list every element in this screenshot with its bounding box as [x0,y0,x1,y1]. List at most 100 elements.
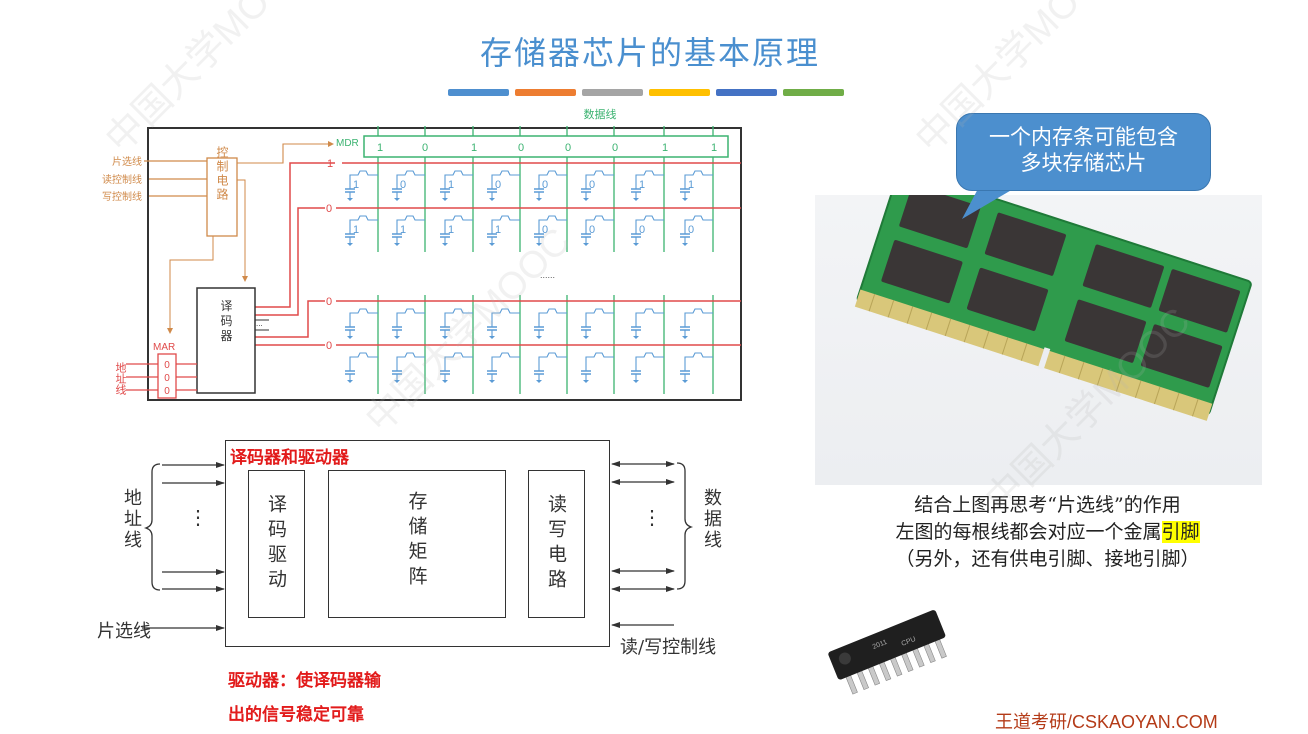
svg-text:写控制线: 写控制线 [102,190,142,203]
control-input-labels: 片选线 读控制线 写控制线 [102,155,142,203]
svg-text:0: 0 [518,142,524,154]
address-input-lines [126,363,197,391]
caption-line-2-text: 左图的每根线都会对应一个金属 [895,521,1162,543]
data-lines-label: 数据线 [701,488,722,551]
title-color-bars [448,89,844,96]
data-bus-label: 数据线 [584,107,617,121]
svg-text:0: 0 [639,224,645,236]
svg-text:0: 0 [164,373,170,384]
driver-note-line-1: 驱动器：使译码器输 [228,671,381,691]
title-bar-gray [582,89,643,96]
address-lines-label: 地址线 [121,488,142,551]
caption-line-2: 左图的每根线都会对应一个金属引脚 [815,519,1280,546]
svg-text:1: 1 [495,224,501,236]
svg-text:1: 1 [400,224,406,236]
decoder-label: 译码器 [219,299,233,344]
mdr-register [363,135,729,158]
svg-text:1: 1 [353,179,359,191]
block-diagram-arrows [142,461,694,631]
chip-select-caption: 结合上图再思考“片选线”的作用 左图的每根线都会对应一个金属引脚 （另外，还有供… [815,492,1280,573]
caption-line-1: 结合上图再思考“片选线”的作用 [914,494,1181,516]
vertical-ellipsis-left: ⋮ [188,505,208,529]
callout-tail [962,185,1020,219]
svg-text:1: 1 [711,142,717,154]
memory-cells-row-4 [344,352,714,384]
caption-line-3: （另外，还有供电引脚、接地引脚） [895,548,1200,570]
memory-chips [881,184,1241,388]
svg-text:1: 1 [327,158,333,170]
rw-circuit-box: 读写电路 [528,470,585,618]
svg-text:0: 0 [542,179,548,191]
rw-circuit-label: 读写电路 [545,494,567,594]
title-bar-darkblue [716,89,777,96]
mdr-label: MDR [336,138,359,149]
dip-chip-photo: 2011 CPU [825,605,955,699]
callout-line-1: 一个内存条可能包含 [989,125,1178,149]
svg-text:0: 0 [542,224,548,236]
svg-text:0: 0 [565,142,571,154]
control-input-lines [144,160,207,197]
decoder-driver-box: 译码驱动 [248,470,305,618]
svg-text:1: 1 [448,224,454,236]
svg-text:1: 1 [662,142,668,154]
svg-text:0: 0 [400,179,406,191]
mdr-bits: 1 0 1 0 0 0 1 1 [377,142,717,154]
control-circuit-box [206,157,238,237]
title-bar-orange [515,89,576,96]
slide-title: 存储器芯片的基本原理 [479,34,820,72]
title-bar-yellow [649,89,710,96]
svg-text:0: 0 [326,296,332,308]
mar-bits: 0 0 0 [164,360,170,397]
svg-text:读控制线: 读控制线 [102,173,142,186]
ram-module-photo [815,167,1262,485]
driver-note-line-2: 出的信号稳定可靠 [228,705,364,725]
ram-module-illustration [854,167,1252,421]
title-bar-green [783,89,844,96]
storage-matrix-box: 存储矩阵 [328,470,506,618]
ram-callout-bubble: 一个内存条可能包含 多块存储芯片 [956,113,1211,191]
footer-brand: 王道考研/CSKAOYAN.COM [995,712,1218,732]
cell-values-row-1: 1 0 1 0 0 0 1 1 [353,179,694,191]
svg-text:1: 1 [471,142,477,154]
callout-line-2: 多块存储芯片 [1020,151,1147,175]
svg-text:0: 0 [326,203,332,215]
bit-lines [377,126,714,394]
chip-outer-box [225,440,610,647]
memory-cells-row-3 [344,308,714,340]
caption-highlight-pin: 引脚 [1161,521,1200,543]
storage-matrix-label: 存储矩阵 [405,491,428,591]
decoder-driver-heading: 译码器和驱动器 [230,448,349,468]
svg-text:0: 0 [164,360,170,371]
title-bar-blue [448,89,509,96]
vertical-ellipsis-right: ⋮ [642,505,662,529]
rows-ellipsis: ...... [540,270,555,280]
svg-text:0: 0 [495,179,501,191]
decoder-outputs [255,319,269,331]
svg-text:0: 0 [589,224,595,236]
decoder-driver-label: 译码驱动 [265,494,287,594]
decoder-box [196,287,256,394]
svg-text:0: 0 [422,142,428,154]
svg-text:1: 1 [639,179,645,191]
svg-text:片选线: 片选线 [112,155,142,168]
dip-chip-illustration: 2011 CPU [828,610,947,695]
svg-text:1: 1 [448,179,454,191]
memory-circuit-diagram: 数据线 MDR 1 0 1 0 0 0 1 1 [70,100,750,410]
svg-text:0: 0 [326,340,332,352]
mar-label: MAR [153,342,175,353]
decoder-ellipsis: ... [256,319,263,328]
svg-text:0: 0 [688,224,694,236]
svg-text:0: 0 [589,179,595,191]
word-line-select-values: 1 0 0 0 [326,158,333,352]
chip-block-diagram: 译码器和驱动器 译码驱动 存储矩阵 读写电路 [80,430,750,725]
chip-select-label: 片选线 [97,621,151,642]
word-lines [255,162,741,346]
svg-text:1: 1 [377,142,383,154]
mar-register [157,353,177,399]
address-lines-label: 地址线 [114,362,127,395]
control-circuit-label: 控制电路 [215,146,229,202]
svg-text:0: 0 [164,386,170,397]
svg-text:1: 1 [353,224,359,236]
svg-text:0: 0 [612,142,618,154]
svg-text:1: 1 [688,179,694,191]
